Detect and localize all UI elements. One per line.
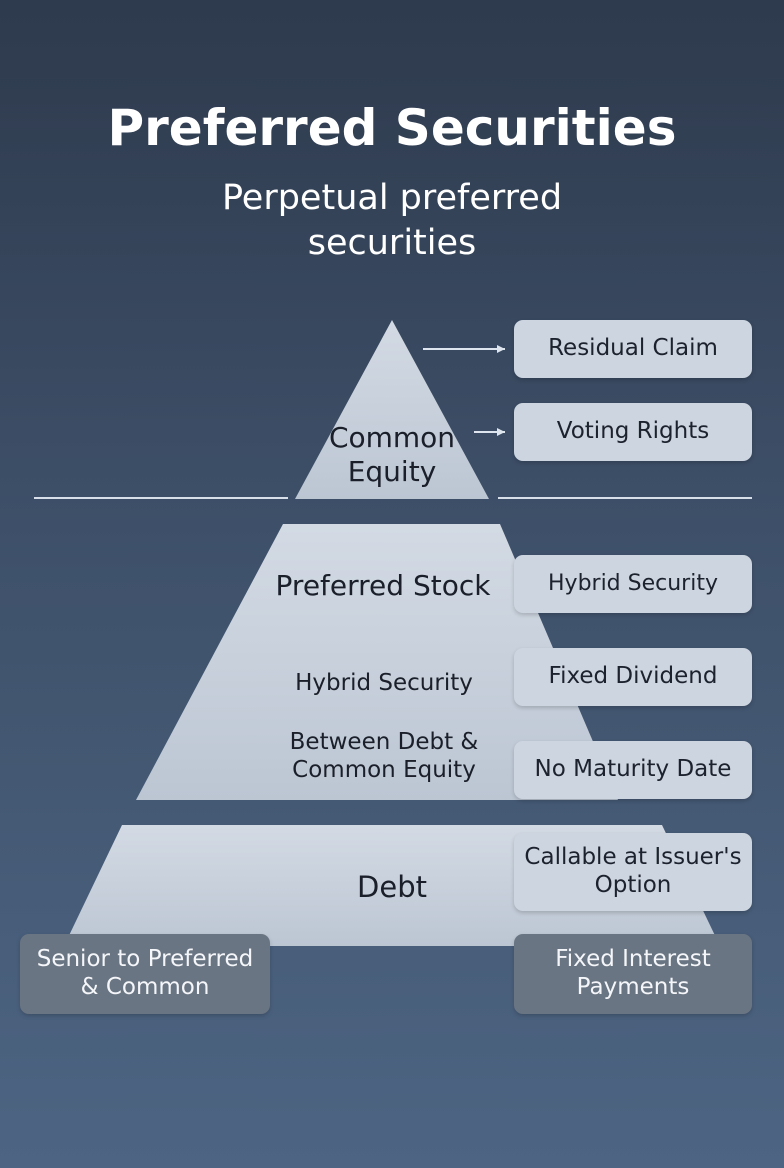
callout-residual-claim: Residual Claim [514,320,752,378]
pyramid-middle-tier [136,524,618,800]
callout-fixed-interest-payments: Fixed Interest Payments [514,934,752,1014]
callout-senior-to-preferred-common: Senior to Preferred & Common [20,934,270,1014]
diagram-title: Preferred Securities [107,99,677,157]
callout-hybrid-security: Hybrid Security [514,555,752,613]
common-equity-label: Common Equity [328,421,456,488]
hybrid-security-label: Hybrid Security [295,670,473,696]
preferred-stock-heading: Preferred Stock [275,569,491,602]
diagram-subtitle: Perpetual preferred securities [221,178,563,263]
callout-callable-at-issuers-option: Callable at Issuer's Option [514,833,752,911]
callout-fixed-dividend: Fixed Dividend [514,648,752,706]
callout-no-maturity-date: No Maturity Date [514,741,752,799]
callout-voting-rights: Voting Rights [514,403,752,461]
pyramid-top-tier [295,320,489,499]
debt-label: Debt [357,870,427,904]
between-debt-equity-label: Between Debt & Common Equity [289,729,479,783]
